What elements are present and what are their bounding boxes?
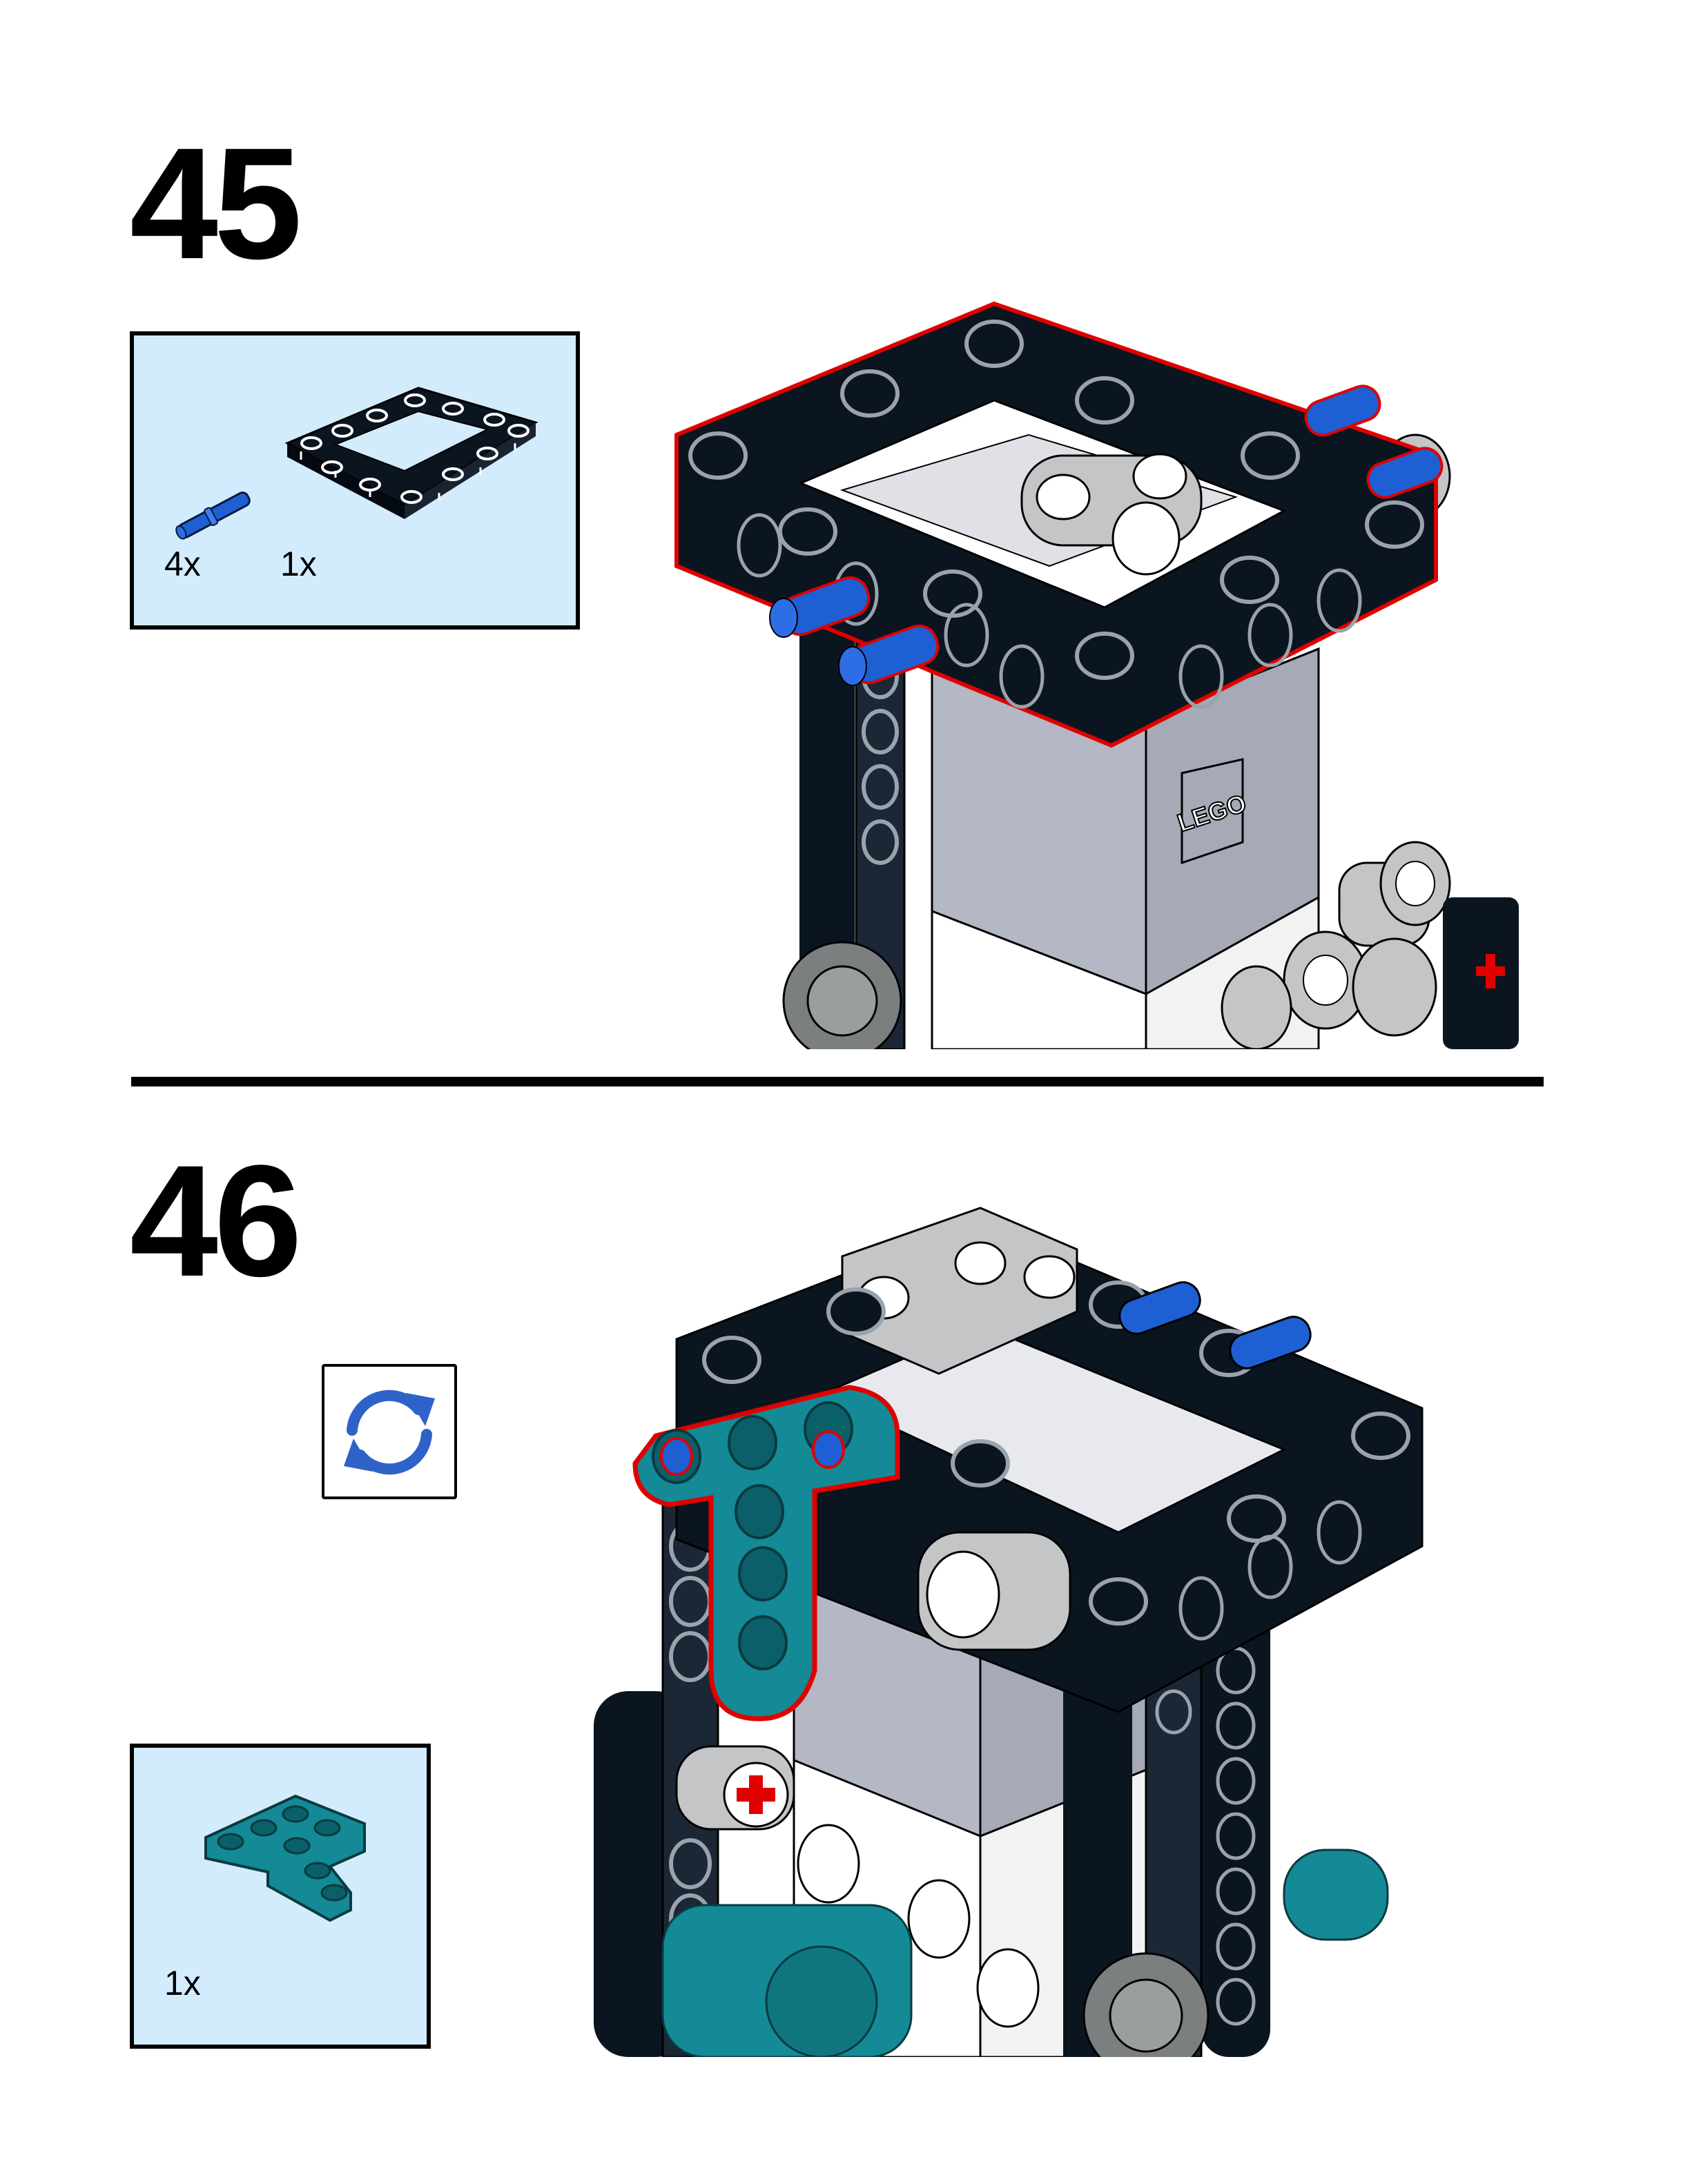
rotate-model-indicator: [322, 1364, 457, 1499]
assembly-illustration-step45: LEGO: [674, 301, 1519, 1049]
parts-callout: 1x: [130, 1744, 431, 2049]
part-quantity: 1x: [280, 545, 317, 583]
assembly-illustration-step46: [594, 1207, 1424, 2057]
rotate-model-icon: [344, 1390, 435, 1475]
step-number: 46: [130, 1132, 302, 1309]
step-divider: [131, 1077, 1544, 1086]
part-quantity: 1x: [164, 1964, 201, 2002]
step-number: 45: [130, 115, 302, 292]
teal-t-beam-icon: [204, 1794, 366, 1922]
blue-pin-icon: [175, 491, 251, 540]
black-frame-icon: [284, 387, 538, 519]
part-quantity: 4x: [164, 545, 201, 583]
parts-callout: 4x 1x: [130, 331, 580, 630]
